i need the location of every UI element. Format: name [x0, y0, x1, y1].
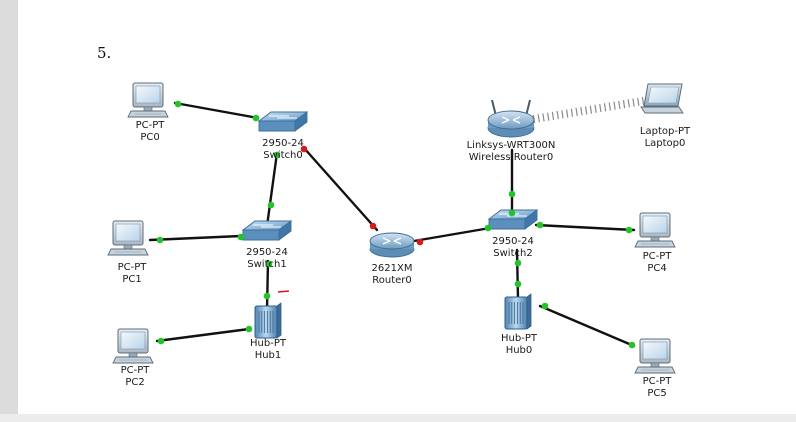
bottom-margin-bar: [0, 414, 796, 422]
port-light-down: [416, 238, 424, 246]
port-light-up: [514, 280, 522, 288]
port-light-up: [263, 292, 271, 300]
device-model-label: 2950-24: [246, 247, 288, 258]
cable-sw2-pc4[interactable]: [534, 223, 636, 232]
device-name-label: PC4: [647, 263, 666, 274]
port-light-down: [300, 145, 308, 153]
pc-icon[interactable]: [634, 212, 676, 248]
device-model-label: PC-PT: [121, 365, 151, 376]
wireless-router-icon[interactable]: [487, 99, 535, 138]
question-number: 5.: [97, 44, 112, 62]
port-light-up: [245, 325, 253, 333]
device-name-label: Laptop0: [645, 138, 686, 149]
pc-icon[interactable]: [112, 328, 154, 364]
cable-sw1-hub1[interactable]: [265, 259, 270, 312]
device-model-label: PC-PT: [643, 376, 673, 387]
device-model-label: PC-PT: [643, 251, 673, 262]
device-name-label: Hub1: [255, 350, 282, 361]
port-light-up: [157, 337, 165, 345]
device-model-label: PC-PT: [136, 120, 166, 131]
port-light-up: [508, 190, 516, 198]
device-model-label: 2621XM: [372, 263, 413, 274]
device-model-label: 2950-24: [492, 236, 534, 247]
port-light-up: [508, 209, 516, 217]
device-name-label: PC2: [125, 377, 144, 388]
port-light-up: [267, 201, 275, 209]
loose-cable-stub: [277, 290, 290, 293]
port-light-up: [252, 114, 260, 122]
port-light-up: [514, 259, 522, 267]
device-model-label: Hub-PT: [501, 333, 538, 344]
pc-icon[interactable]: [634, 338, 676, 374]
device-name-label: PC5: [647, 388, 666, 399]
port-light-up: [484, 224, 492, 232]
device-name-label: Router0: [372, 275, 412, 286]
wireless-signal-wr0-lap0: [532, 96, 645, 124]
device-name-label: Switch0: [263, 150, 302, 161]
pc-icon[interactable]: [127, 82, 169, 118]
device-model-label: Laptop-PT: [640, 126, 691, 137]
pc-icon[interactable]: [107, 220, 149, 256]
hub-icon[interactable]: [254, 302, 282, 339]
cable-pc0-sw0[interactable]: [173, 101, 260, 120]
cable-pc2-hub1[interactable]: [155, 327, 251, 343]
port-light-up: [628, 341, 636, 349]
port-light-down: [369, 222, 377, 230]
cable-hub0-pc5[interactable]: [538, 304, 636, 348]
port-light-up: [273, 151, 281, 159]
device-name-label: Switch1: [247, 259, 286, 270]
hub-icon[interactable]: [504, 293, 532, 330]
port-light-up: [237, 233, 245, 241]
device-model-label: PC-PT: [118, 262, 148, 273]
device-model-label: Linksys-WRT300N: [467, 140, 556, 151]
cable-r0-sw2[interactable]: [412, 226, 492, 243]
device-name-label: Wireless Router0: [469, 152, 554, 163]
device-name-label: Hub0: [506, 345, 533, 356]
cable-sw0-r0[interactable]: [302, 146, 379, 232]
left-margin-bar: [0, 0, 18, 422]
laptop-icon[interactable]: [640, 83, 684, 114]
port-light-up: [265, 260, 273, 268]
cable-sw0-sw1[interactable]: [265, 151, 279, 228]
port-light-up: [174, 100, 182, 108]
cable-sw2-hub0[interactable]: [515, 248, 520, 301]
router-icon[interactable]: [369, 232, 415, 258]
switch-icon[interactable]: [487, 209, 539, 230]
device-name-label: Switch2: [493, 248, 532, 259]
device-name-label: PC1: [122, 274, 141, 285]
device-model-label: Hub-PT: [250, 338, 287, 349]
switch-icon[interactable]: [241, 220, 293, 241]
port-light-up: [625, 226, 633, 234]
switch-icon[interactable]: [257, 111, 309, 132]
port-light-up: [156, 236, 164, 244]
cable-pc1-sw1[interactable]: [148, 234, 243, 242]
port-light-up: [541, 302, 549, 310]
device-name-label: PC0: [140, 132, 159, 143]
device-model-label: 2950-24: [262, 138, 304, 149]
port-light-up: [536, 221, 544, 229]
